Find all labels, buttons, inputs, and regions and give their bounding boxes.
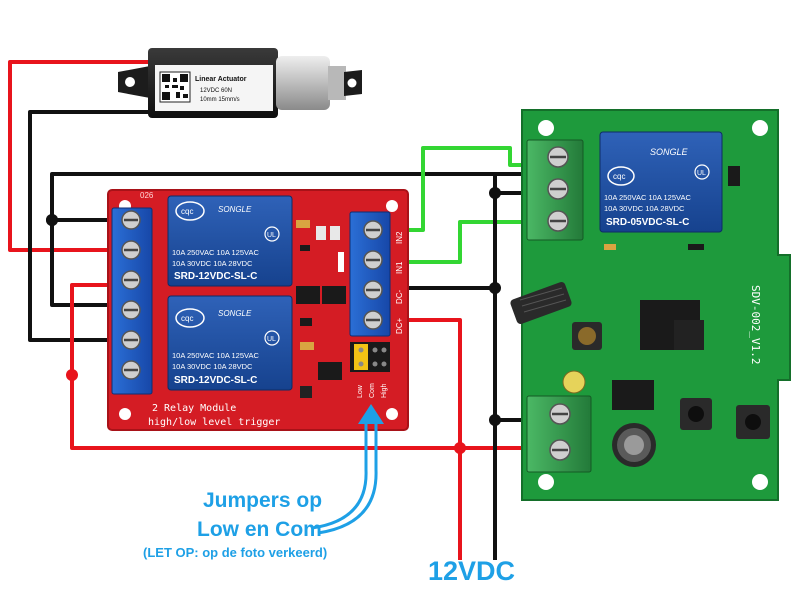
red-wire-dcp bbox=[390, 318, 462, 560]
terminal-screw bbox=[121, 360, 141, 380]
relay-1: cqc SONGLE UL 10A 250VAC 10A 125VAC 10A … bbox=[167, 195, 293, 287]
pin-label-dcp: DC+ bbox=[395, 317, 404, 334]
relay-1-model: SRD-12VDC-SL-C bbox=[174, 271, 257, 282]
relay-module-label-2: high/low level trigger bbox=[148, 417, 280, 428]
jumper-label-low: Low bbox=[357, 384, 364, 398]
receiver-top-terminal bbox=[526, 139, 584, 241]
jumper-note-line2: Low en Com bbox=[197, 518, 322, 541]
callout-arrow bbox=[311, 418, 368, 530]
relay-2-spec2: 10A 30VDC 10A 28VDC bbox=[172, 362, 253, 371]
receiver-relay-spec2: 10A 30VDC 10A 28VDC bbox=[604, 204, 685, 213]
black-wire-top bbox=[50, 172, 527, 220]
terminal-screw bbox=[121, 330, 141, 350]
terminal-screw bbox=[363, 250, 383, 270]
actuator-red-wire bbox=[8, 60, 150, 252]
junction-dot bbox=[454, 442, 466, 454]
actuator-spec2: 10mm 15mm/s bbox=[200, 97, 240, 103]
terminal-screw bbox=[121, 240, 141, 260]
jumper-callout: Jumpers op Low en Com (LET OP: op de fot… bbox=[143, 404, 384, 560]
callout-arrow-outline bbox=[317, 418, 378, 535]
arrowhead-icon bbox=[358, 404, 384, 424]
receiver-components bbox=[562, 166, 770, 467]
red-wire-bottom bbox=[70, 283, 527, 450]
terminal-screw bbox=[121, 300, 141, 320]
ul-logo-icon: UL bbox=[264, 226, 280, 242]
jumper-header bbox=[350, 342, 390, 372]
relay-1-spec2: 10A 30VDC 10A 28VDC bbox=[172, 259, 253, 268]
receiver-module: SONGLE cqc UL 10A 250VAC 10A 125VAC 10A … bbox=[510, 109, 791, 501]
relay-1-spec1: 10A 250VAC 10A 125VAC bbox=[172, 248, 259, 257]
relay-2: cqc SONGLE UL 10A 250VAC 10A 125VAC 10A … bbox=[167, 295, 293, 391]
jumper-cap bbox=[354, 344, 368, 370]
antenna-coil bbox=[510, 281, 572, 325]
cqc-logo-icon: cqc bbox=[175, 201, 205, 221]
green-wire-in2 bbox=[390, 146, 527, 232]
ul-logo-icon: UL bbox=[694, 164, 710, 180]
jumper-label-com: Com bbox=[369, 383, 376, 398]
receiver-relay-brand: SONGLE bbox=[650, 147, 689, 157]
pin-label-dcm: DC- bbox=[395, 289, 404, 304]
actuator-black-wire bbox=[28, 110, 150, 342]
svg-text:UL: UL bbox=[267, 336, 276, 343]
junction-dots bbox=[46, 187, 501, 454]
relay-2-brand: SONGLE bbox=[218, 309, 252, 318]
receiver-board-code: SDV-002_V1.2 bbox=[749, 285, 762, 364]
terminal-screw bbox=[363, 280, 383, 300]
svg-text:cqc: cqc bbox=[181, 314, 193, 323]
terminal-screw bbox=[121, 210, 141, 230]
pin-label-in2: IN2 bbox=[395, 231, 404, 244]
junction-dot bbox=[489, 187, 501, 199]
black-wire-t1 bbox=[50, 218, 128, 307]
jumper-label-high: High bbox=[381, 383, 388, 398]
components bbox=[296, 220, 346, 398]
junction-dot bbox=[489, 282, 501, 294]
wires bbox=[8, 60, 527, 560]
qr-code-icon bbox=[159, 71, 191, 103]
junction-dot bbox=[46, 214, 58, 226]
left-terminal-block bbox=[111, 207, 153, 395]
jumper-note-line1: Jumpers op bbox=[203, 489, 322, 512]
junction-dot bbox=[66, 369, 78, 381]
relay-2-spec1: 10A 250VAC 10A 125VAC bbox=[172, 351, 259, 360]
terminal-screw bbox=[363, 220, 383, 240]
terminal-screw bbox=[547, 178, 569, 200]
relay-module: 026 cqc SONGLE UL 10A 250VAC 10A 125VAC bbox=[107, 189, 409, 431]
pin-label-in1: IN1 bbox=[395, 261, 404, 274]
svg-text:cqc: cqc bbox=[181, 207, 193, 216]
relay-1-brand: SONGLE bbox=[218, 205, 252, 214]
cqc-logo-icon: cqc bbox=[607, 166, 635, 186]
terminal-screw bbox=[547, 210, 569, 232]
receiver-bottom-terminal bbox=[526, 395, 592, 473]
actuator-spec1: 12VDC 60N bbox=[200, 88, 232, 94]
terminal-screw bbox=[549, 439, 571, 461]
right-terminal-block bbox=[349, 211, 391, 337]
relay-module-code: 026 bbox=[140, 191, 154, 200]
receiver-relay-spec1: 10A 250VAC 10A 125VAC bbox=[604, 193, 691, 202]
relay-module-label-1: 2 Relay Module bbox=[152, 403, 236, 414]
jumper-note-warning: (LET OP: op de foto verkeerd) bbox=[143, 545, 327, 560]
receiver-relay: SONGLE cqc UL 10A 250VAC 10A 125VAC 10A … bbox=[599, 131, 723, 233]
receiver-relay-model: SRD-05VDC-SL-C bbox=[606, 217, 689, 228]
cqc-logo-icon: cqc bbox=[175, 308, 205, 328]
terminal-screw bbox=[363, 310, 383, 330]
svg-text:UL: UL bbox=[267, 232, 276, 239]
actuator-title: Linear Actuator bbox=[195, 76, 247, 83]
terminal-screw bbox=[549, 403, 571, 425]
junction-dot bbox=[489, 414, 501, 426]
power-label: 12VDC bbox=[428, 556, 515, 586]
terminal-screw bbox=[121, 270, 141, 290]
relay-2-model: SRD-12VDC-SL-C bbox=[174, 375, 257, 386]
ul-logo-icon: UL bbox=[264, 330, 280, 346]
svg-text:UL: UL bbox=[697, 170, 706, 177]
linear-actuator: Linear Actuator 12VDC 60N 10mm 15mm/s bbox=[118, 48, 362, 118]
svg-text:cqc: cqc bbox=[613, 172, 625, 181]
terminal-screw bbox=[547, 146, 569, 168]
